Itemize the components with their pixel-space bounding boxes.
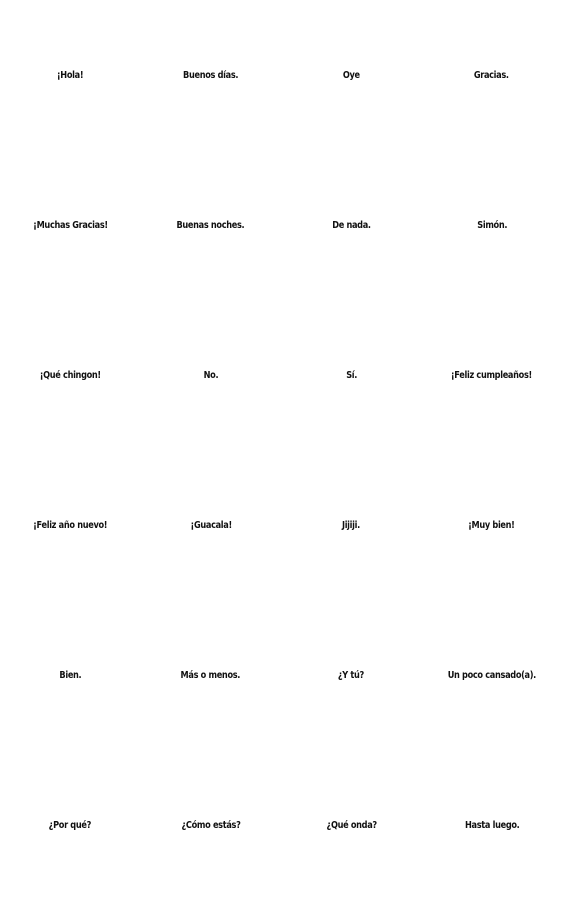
phrase-label: ¿Qué onda? xyxy=(326,819,377,831)
phrase-card: ¡Guacala! xyxy=(141,450,282,600)
phrase-label: ¿Por qué? xyxy=(49,819,92,831)
phrase-label: Gracias. xyxy=(474,69,510,81)
phrase-label: ¡Guacala! xyxy=(190,519,232,531)
phrase-label: De nada. xyxy=(332,219,371,231)
phrase-card: ¿Y tú? xyxy=(281,600,422,750)
phrase-label: Más o menos. xyxy=(180,669,241,681)
phrase-label: Sí. xyxy=(345,369,357,381)
phrase-label: No. xyxy=(203,369,219,381)
phrase-label: ¿Cómo estás? xyxy=(181,819,241,831)
phrase-card: Más o menos. xyxy=(141,600,282,750)
phrase-card: ¿Por qué? xyxy=(0,750,141,900)
phrase-card: ¡Feliz año nuevo! xyxy=(0,450,141,600)
phrase-card: Oye xyxy=(281,0,422,150)
phrase-label: Oye xyxy=(342,69,360,81)
phrase-card: Bien. xyxy=(0,600,141,750)
phrase-card: ¡Qué chingon! xyxy=(0,300,141,450)
phrase-card: De nada. xyxy=(281,150,422,300)
phrase-card: ¡Muy bien! xyxy=(422,450,562,600)
phrase-label: Jijiji. xyxy=(342,519,361,531)
phrase-card: Gracias. xyxy=(422,0,562,150)
phrase-card: Buenas noches. xyxy=(141,150,282,300)
phrase-label: ¡Feliz cumpleaños! xyxy=(451,369,533,381)
phrase-label: Un poco cansado(a). xyxy=(447,669,537,681)
phrase-card: ¿Qué onda? xyxy=(281,750,422,900)
phrase-card: ¡Muchas Gracias! xyxy=(0,150,141,300)
phrase-label: ¿Y tú? xyxy=(338,669,365,681)
phrase-card: Buenos días. xyxy=(141,0,282,150)
phrase-label: Buenas noches. xyxy=(176,219,245,231)
phrase-label: ¡Feliz año nuevo! xyxy=(33,519,108,531)
phrase-label: Buenos días. xyxy=(183,69,239,81)
phrase-label: ¡Qué chingon! xyxy=(39,369,101,381)
phrase-label: ¡Hola! xyxy=(57,69,84,81)
phrase-card: ¡Feliz cumpleaños! xyxy=(422,300,562,450)
phrase-card: Un poco cansado(a). xyxy=(422,600,562,750)
phrase-card: Jijiji. xyxy=(281,450,422,600)
phrase-label: Bien. xyxy=(59,669,82,681)
phrase-card: Simón. xyxy=(422,150,562,300)
phrase-card: ¡Hola! xyxy=(0,0,141,150)
phrase-card: ¿Cómo estás? xyxy=(141,750,282,900)
phrase-card: No. xyxy=(141,300,282,450)
phrase-label: ¡Muchas Gracias! xyxy=(32,219,108,231)
phrase-label: ¡Muy bien! xyxy=(468,519,516,531)
phrase-label: Simón. xyxy=(476,219,507,231)
phrase-card: Hasta luego. xyxy=(422,750,562,900)
phrase-label: Hasta luego. xyxy=(464,819,520,831)
phrase-card: Sí. xyxy=(281,300,422,450)
